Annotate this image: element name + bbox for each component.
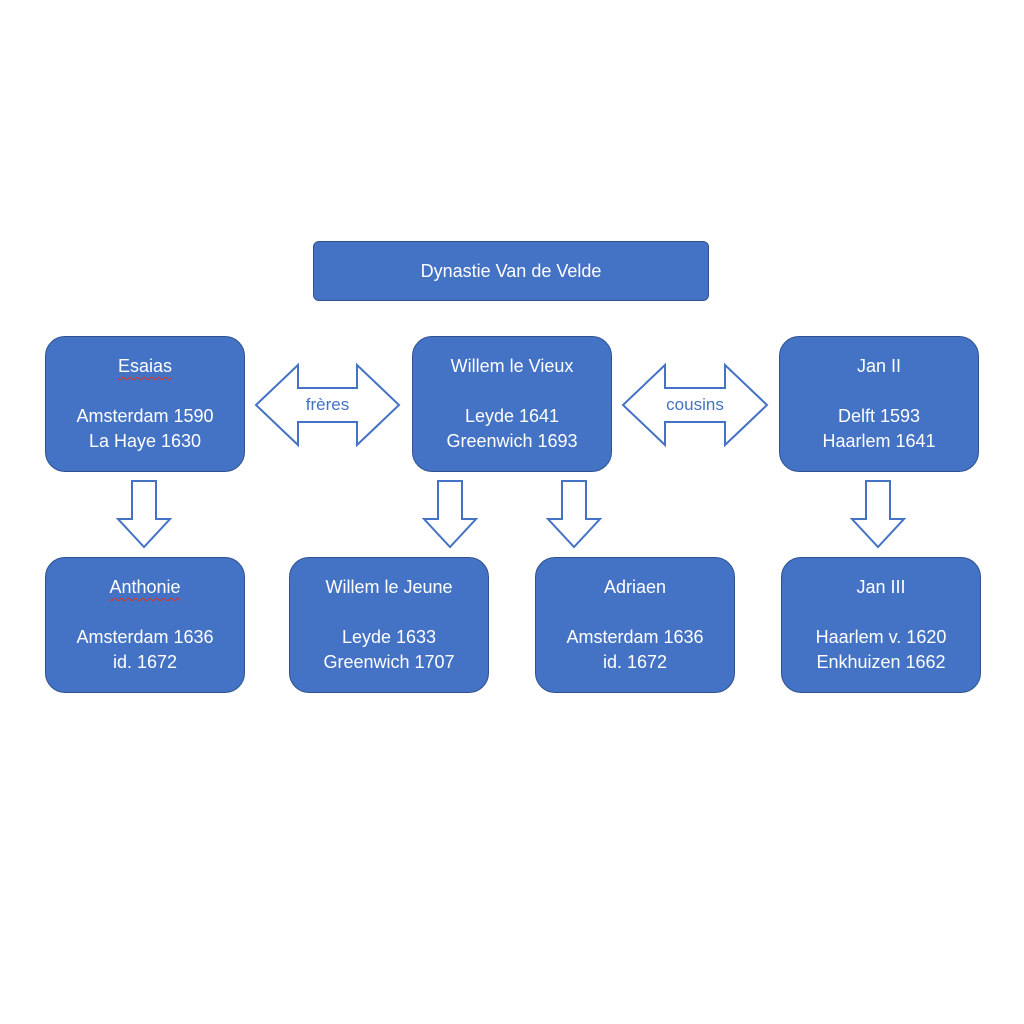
person-death: Greenwich 1707 xyxy=(323,652,455,672)
person-box-esaias: Esaias Amsterdam 1590 La Haye 1630 xyxy=(45,336,245,472)
person-birth: Amsterdam 1636 xyxy=(566,627,704,647)
diagram-title: Dynastie Van de Velde xyxy=(420,260,602,281)
person-name: Jan III xyxy=(856,577,906,597)
person-birth: Haarlem v. 1620 xyxy=(815,627,947,647)
down-arrow-esaias-to-anthonie xyxy=(115,480,173,549)
person-birth: Leyde 1633 xyxy=(341,627,437,647)
relation-label-cousins: cousins xyxy=(666,395,724,414)
person-box-anthonie: Anthonie Amsterdam 1636 id. 1672 xyxy=(45,557,245,693)
person-death: Haarlem 1641 xyxy=(822,431,936,451)
person-box-adriaen: Adriaen Amsterdam 1636 id. 1672 xyxy=(535,557,735,693)
person-box-jan-iii: Jan III Haarlem v. 1620 Enkhuizen 1662 xyxy=(781,557,981,693)
person-name: Willem le Vieux xyxy=(450,356,574,376)
person-box-willem-le-vieux: Willem le Vieux Leyde 1641 Greenwich 169… xyxy=(412,336,612,472)
person-birth: Leyde 1641 xyxy=(464,406,560,426)
person-name: Jan II xyxy=(856,356,902,376)
person-name: Anthonie xyxy=(109,577,181,597)
person-box-jan-ii: Jan II Delft 1593 Haarlem 1641 xyxy=(779,336,979,472)
person-death: La Haye 1630 xyxy=(88,431,202,451)
person-death: id. 1672 xyxy=(112,652,178,672)
person-death: Greenwich 1693 xyxy=(446,431,578,451)
person-birth: Delft 1593 xyxy=(837,406,921,426)
down-arrow-jan-ii-to-jan-iii xyxy=(849,480,907,549)
double-arrow-brothers xyxy=(254,362,401,448)
down-arrow-willem-to-adriaen xyxy=(545,480,603,549)
person-birth: Amsterdam 1590 xyxy=(76,406,214,426)
down-arrow-willem-to-willem-le-jeune xyxy=(421,480,479,549)
person-name: Adriaen xyxy=(603,577,667,597)
diagram-title-box: Dynastie Van de Velde xyxy=(313,241,709,301)
relation-label-brothers: frères xyxy=(306,395,349,414)
double-arrow-cousins xyxy=(621,362,769,448)
person-name: Esaias xyxy=(117,356,173,376)
person-name: Willem le Jeune xyxy=(325,577,453,597)
person-birth: Amsterdam 1636 xyxy=(76,627,214,647)
person-death: id. 1672 xyxy=(602,652,668,672)
person-box-willem-le-jeune: Willem le Jeune Leyde 1633 Greenwich 170… xyxy=(289,557,489,693)
person-death: Enkhuizen 1662 xyxy=(816,652,946,672)
